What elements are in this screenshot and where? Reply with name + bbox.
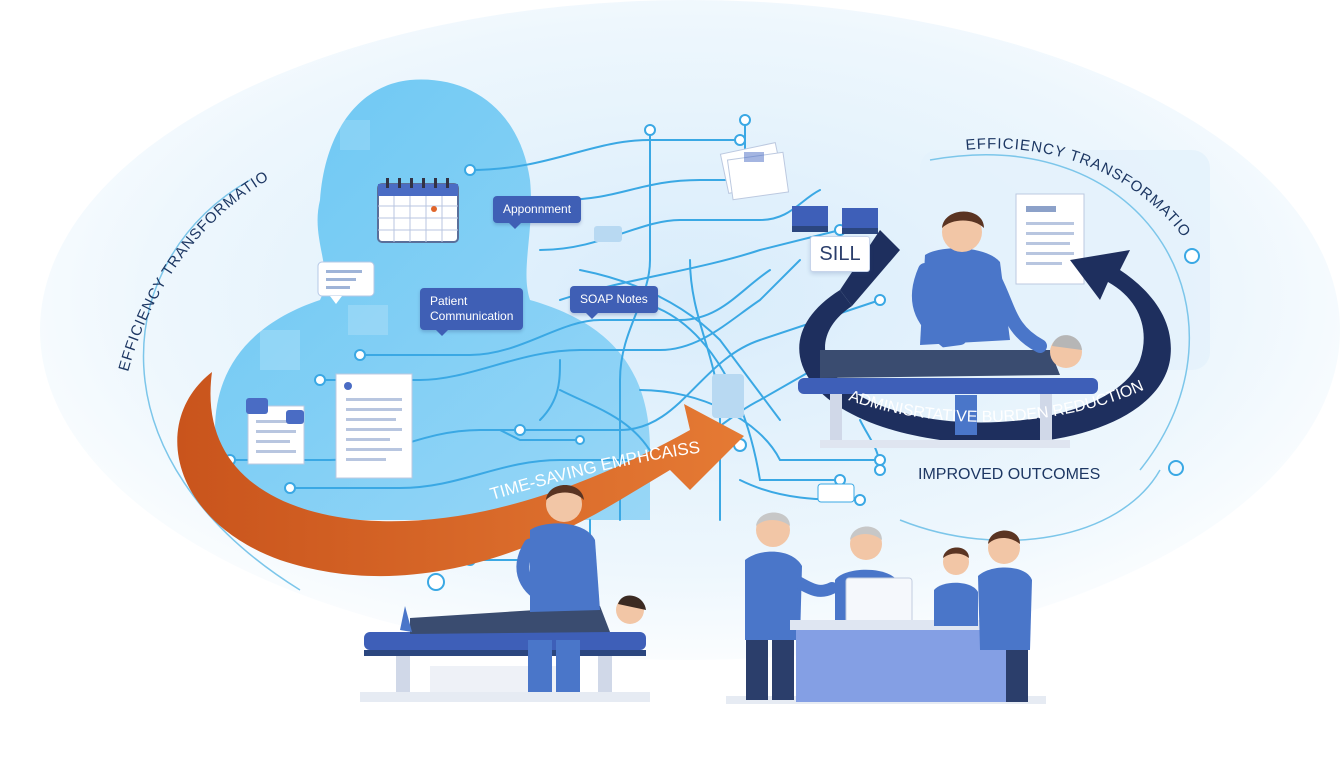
soap-notes-bubble: SOAP Notes xyxy=(570,286,658,319)
appointment-bubble: Apponnment xyxy=(493,196,582,229)
left-swirl xyxy=(142,179,301,591)
right-lower-swirl xyxy=(899,469,1161,542)
time-saving-arrow xyxy=(177,372,744,577)
keyboard-icon xyxy=(594,226,855,503)
care-team xyxy=(726,512,1046,704)
clock-icon xyxy=(427,248,1200,591)
refresh-icon xyxy=(1168,460,1184,476)
therapist-left xyxy=(360,485,650,702)
patient-communication-line1: Patient xyxy=(430,294,468,308)
stack-icon xyxy=(792,206,878,234)
soap-notes-text: SOAP Notes xyxy=(580,292,648,306)
chat-icon xyxy=(317,261,375,304)
right-document-icon xyxy=(1015,193,1085,285)
appointment-text: Apponnment xyxy=(503,202,572,216)
therapist-right xyxy=(798,211,1098,448)
patient-communication-line2: Communication xyxy=(430,309,514,323)
patient-communication-bubble: Patient Communication xyxy=(420,288,524,336)
calendar-icon xyxy=(377,178,459,243)
small-document-icon xyxy=(246,398,305,465)
sill-card: SILL xyxy=(810,236,870,272)
burden-arrow-head xyxy=(840,230,900,306)
document-icon xyxy=(335,373,413,479)
sill-text: SILL xyxy=(819,243,861,265)
improved-outcomes-label: IMPROVED OUTCOMES xyxy=(918,466,1101,483)
right-swirl xyxy=(929,154,1191,471)
paper-stack-icon xyxy=(719,142,790,201)
